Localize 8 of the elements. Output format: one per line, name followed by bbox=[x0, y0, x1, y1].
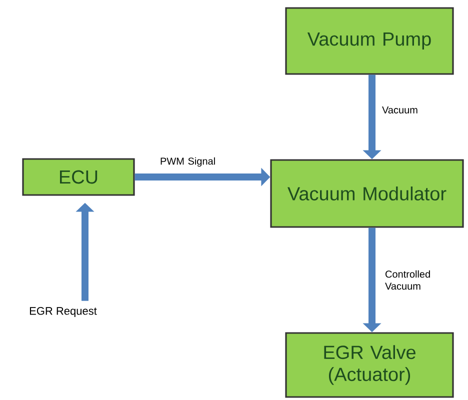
process-box: EGR Valve (Actuator) bbox=[285, 332, 454, 398]
process-box: ECU bbox=[22, 158, 135, 196]
edge-label: PWM Signal bbox=[160, 157, 215, 167]
edge-label: Vacuum bbox=[382, 106, 418, 114]
edge-label: Controlled Vacuum bbox=[385, 270, 430, 290]
request-label: EGR Request bbox=[30, 307, 97, 317]
process-box: Vacuum Modulator bbox=[270, 159, 464, 228]
process-box: Vacuum Pump bbox=[285, 7, 454, 75]
